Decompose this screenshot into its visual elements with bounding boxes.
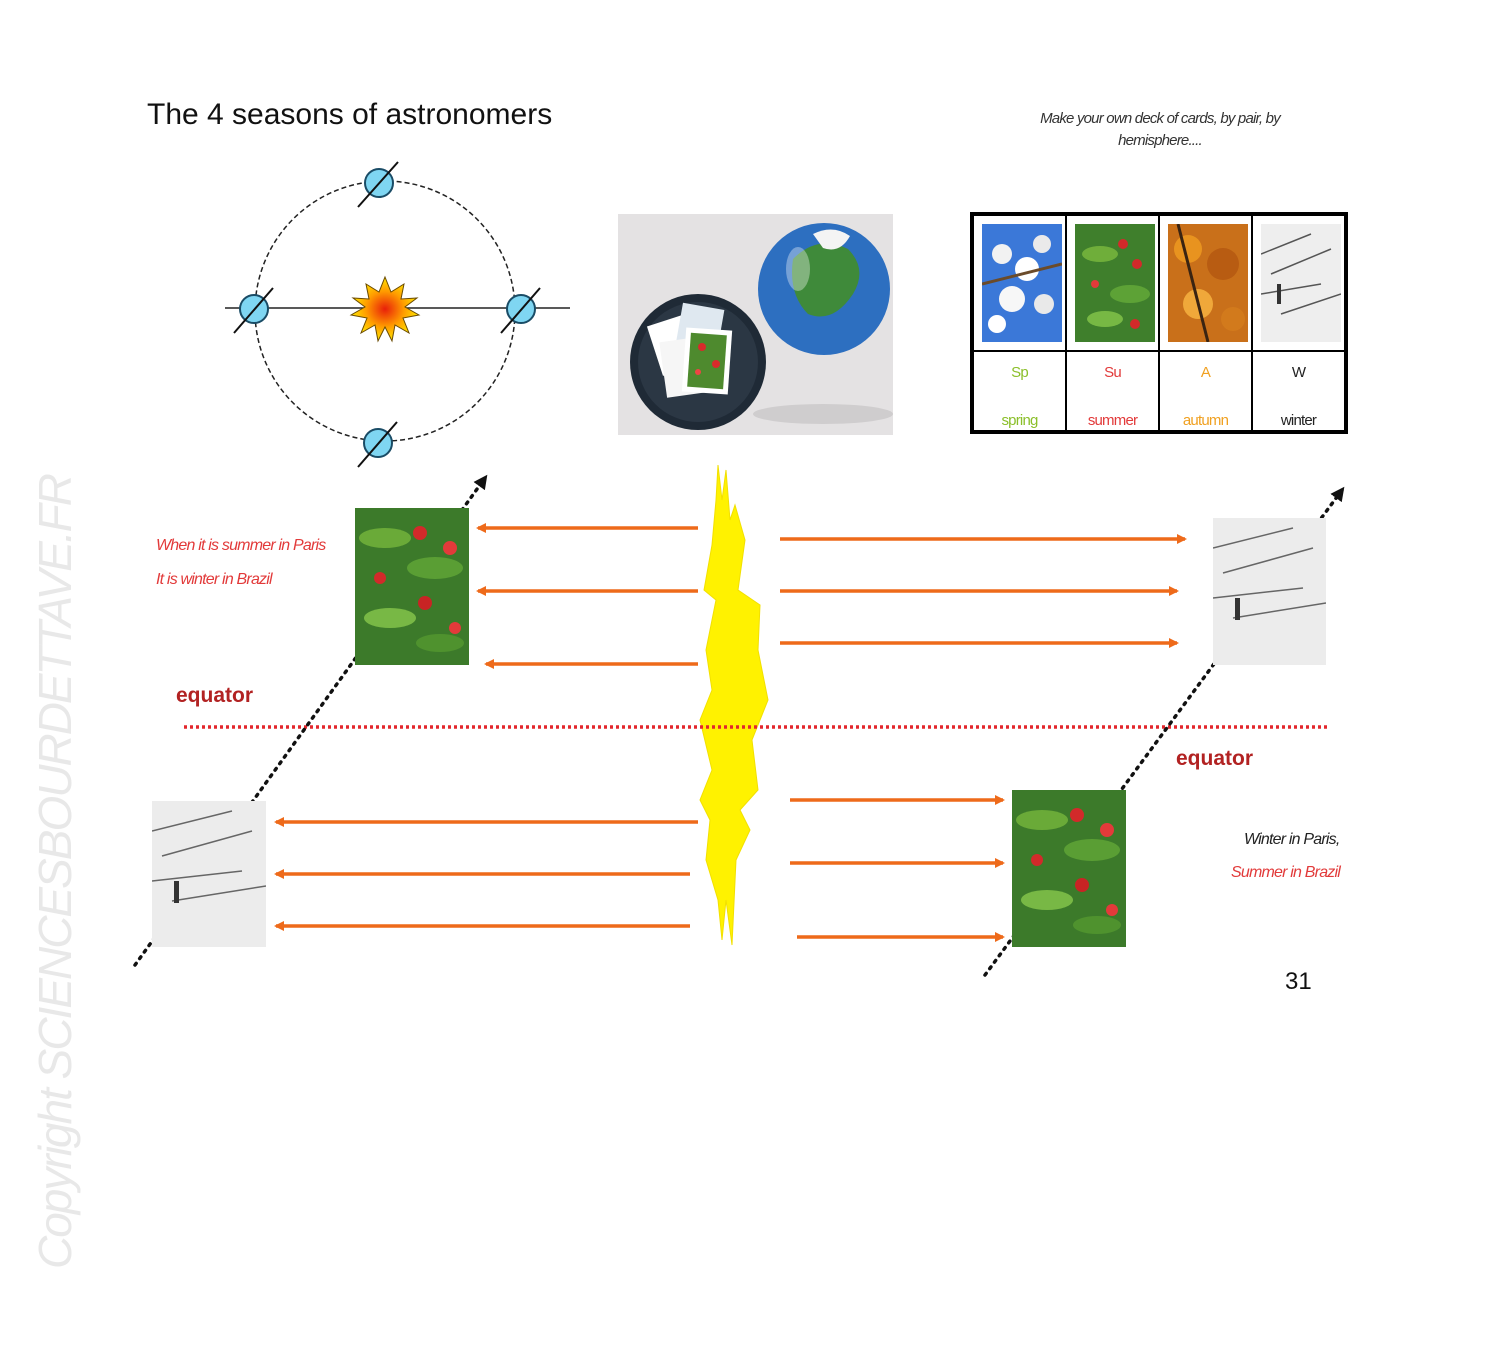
seasons-diagram [133,464,1345,977]
sun-icon [349,275,421,343]
copyright-watermark: Copyright SCIENCESBOURDETTAVE.FR [29,475,81,1270]
summer-cherry-photo [355,508,469,665]
blossom-photo [982,224,1062,342]
card-name: summer [1087,412,1138,429]
page-number: 31 [1285,968,1312,995]
orbit-diagram [225,161,570,468]
winter-brazil-text: It is winter in Brazil [156,571,273,588]
winter-snow-photo [1213,518,1326,665]
card-name: winter [1280,412,1317,429]
card-name: autumn [1182,412,1229,429]
deck-note: Make your own deck of cards, by pair, by… [1040,110,1281,149]
card-abbr: A [1200,364,1211,381]
earth-right-icon [500,287,541,334]
earth-left-icon [233,287,274,334]
earth-top-icon [357,161,399,208]
equator-label-right: equator [1176,747,1254,770]
card-autumn: A autumn [1160,216,1253,430]
card-abbr: W [1291,364,1306,381]
summer-cherry-photo-bottom [1012,790,1126,947]
snowy-tree-photo [1261,224,1341,342]
equator-label: equator [176,684,254,707]
sun-beam-shape [699,464,769,946]
winter-paris-text: Winter in Paris, [1244,831,1340,848]
card-spring: Sp spring [974,216,1067,430]
card-abbr: Su [1104,364,1122,381]
card-name: spring [1001,412,1038,429]
summer-brazil-text: Summer in Brazil [1231,864,1341,881]
card-abbr: Sp [1011,364,1029,381]
autumn-tree-photo [1168,224,1248,342]
page-title: The 4 seasons of astronomers [147,98,553,131]
earth-bottom-icon [357,421,398,468]
season-cards-table: Sp spring Su summer A autumn [970,212,1348,434]
cherry-tree-photo [1075,224,1155,342]
card-summer: Su summer [1067,216,1160,430]
card-winter: W winter [1253,216,1344,430]
summer-paris-text: When it is summer in Paris [156,537,326,554]
globe-and-cards-photo [618,214,893,435]
winter-snow-photo-bottom [152,801,266,947]
